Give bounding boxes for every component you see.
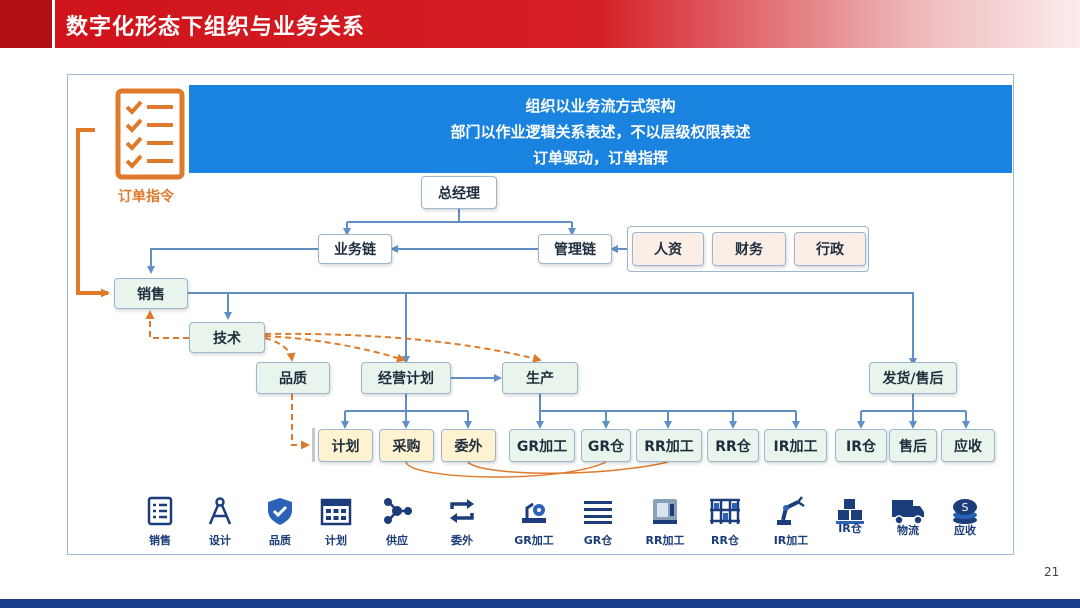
icon-item-sales: 销售 — [136, 496, 184, 554]
icon-item-quality: 品质 — [256, 496, 304, 554]
node-gr-process: GR加工 — [509, 429, 575, 462]
icon-label: GR仓 — [583, 534, 613, 547]
icon-label: GR加工 — [514, 534, 554, 547]
node-general-manager: 总经理 — [421, 176, 497, 209]
node-purchase: 采购 — [379, 429, 434, 462]
icon-item-rr-process: RR加工 — [641, 496, 689, 554]
shelves-icon — [584, 501, 612, 524]
icon-item-ir-process: IR加工 — [767, 496, 815, 554]
robot-arm-icon — [777, 496, 805, 525]
header-bar — [0, 0, 1080, 48]
icon-item-ir-warehouse: IR仓 — [826, 496, 874, 554]
icon-item-rr-warehouse: RR仓 — [701, 496, 749, 554]
node-rr-process: RR加工 — [636, 429, 702, 462]
calendar-icon — [320, 498, 352, 526]
page-title: 数字化形态下组织与业务关系 — [66, 15, 366, 40]
icon-label: 应收 — [954, 524, 976, 537]
icon-label: RR仓 — [711, 534, 739, 547]
node-planning: 经营计划 — [361, 362, 451, 394]
shield-icon — [268, 498, 292, 525]
order-instruction-label: 订单指令 — [118, 189, 174, 205]
header-separator — [52, 0, 55, 48]
icon-item-plan: 计划 — [312, 496, 360, 554]
icon-label: 委外 — [451, 534, 473, 547]
node-outsource: 委外 — [441, 429, 496, 462]
icon-item-gr-process: GR加工 — [510, 496, 558, 554]
node-receivable: 应收 — [941, 429, 995, 462]
node-hr: 人资 — [632, 232, 704, 266]
node-plan: 计划 — [318, 429, 373, 462]
icon-label: 供应 — [386, 534, 408, 547]
svg-text:S: S — [962, 501, 969, 514]
node-production: 生产 — [502, 362, 578, 394]
icon-item-supply: 供应 — [373, 496, 421, 554]
sync-icon — [450, 499, 474, 523]
machine-icon — [522, 502, 546, 523]
page-number: 21 — [1044, 565, 1060, 579]
truck-icon — [892, 500, 924, 525]
icon-label: 销售 — [149, 534, 171, 547]
icon-item-outsource: 委外 — [438, 496, 486, 554]
icon-label: 设计 — [209, 534, 231, 547]
node-sales: 销售 — [114, 278, 188, 309]
node-ir-process: IR加工 — [764, 429, 827, 462]
cnc-icon — [653, 499, 677, 524]
banner-line-1: 组织以业务流方式架构 — [525, 97, 676, 115]
node-quality: 品质 — [256, 362, 330, 394]
icon-item-receivable: S 应收 — [941, 496, 989, 554]
checklist-icon — [147, 496, 173, 526]
node-rr-warehouse: RR仓 — [707, 429, 759, 462]
node-business-chain: 业务链 — [318, 234, 392, 264]
divider-bar — [312, 428, 315, 462]
node-gr-warehouse: GR仓 — [581, 429, 631, 462]
icon-item-gr-warehouse: GR仓 — [574, 496, 622, 554]
icon-label: IR仓 — [838, 522, 862, 535]
icon-label: RR加工 — [645, 534, 685, 547]
rack-icon — [710, 498, 740, 524]
footer-bar — [0, 599, 1080, 608]
node-ir-warehouse: IR仓 — [835, 429, 887, 462]
coins-icon: S — [953, 499, 977, 524]
icon-label: 品质 — [269, 534, 291, 547]
network-icon — [384, 498, 412, 524]
icon-label: IR加工 — [773, 534, 809, 547]
node-shipping: 发货/售后 — [869, 362, 957, 394]
principles-banner: 组织以业务流方式架构 部门以作业逻辑关系表述，不以层级权限表述 订单驱动，订单指… — [189, 85, 1012, 173]
icon-item-logistics: 物流 — [884, 496, 932, 554]
node-after-sales: 售后 — [889, 429, 937, 462]
header-mark — [0, 0, 52, 48]
icon-label: 物流 — [897, 524, 919, 537]
boxes-icon — [836, 499, 864, 524]
banner-line-2: 部门以作业逻辑关系表述，不以层级权限表述 — [450, 123, 751, 141]
node-management-chain: 管理链 — [538, 234, 612, 264]
compass-icon — [208, 497, 232, 525]
icon-label: 计划 — [325, 534, 347, 547]
banner-line-3: 订单驱动，订单指挥 — [532, 149, 668, 167]
node-tech: 技术 — [189, 322, 265, 353]
node-finance: 财务 — [712, 232, 786, 266]
icon-item-design: 设计 — [196, 496, 244, 554]
node-admin: 行政 — [794, 232, 866, 266]
order-clipboard-icon — [115, 88, 185, 180]
